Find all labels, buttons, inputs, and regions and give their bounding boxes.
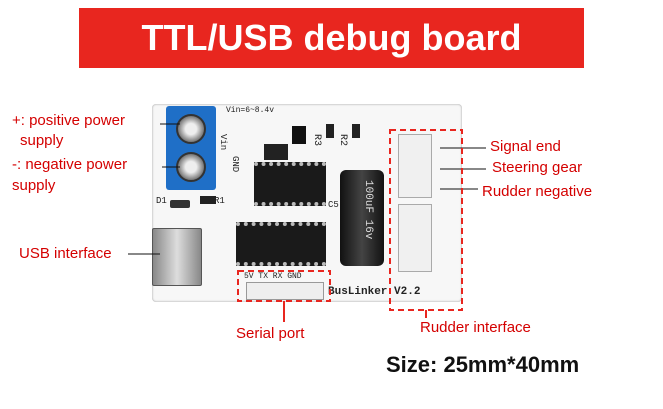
- screw-negative-icon: [176, 152, 206, 182]
- pcb-board: Vin=6~8.4v Vin GND R3 R2 R1 D1 100uF 16v…: [152, 104, 462, 302]
- label-serial-port: Serial port: [236, 325, 305, 342]
- size-caption: Size: 25mm*40mm: [386, 352, 580, 377]
- silk-serial-pins: 5V TX RX GND: [244, 272, 302, 281]
- led-d1: [170, 200, 190, 208]
- silk-gnd: GND: [230, 156, 240, 173]
- label-usb-interface: USB interface: [19, 245, 112, 262]
- title-banner: TTL/USB debug board: [79, 8, 584, 68]
- silk-d1: D1: [156, 196, 167, 206]
- label-rudder-interface: Rudder interface: [420, 319, 531, 336]
- resistor-r3: [326, 124, 334, 138]
- resistor-r1: [200, 196, 216, 204]
- servo-connector-bottom: [398, 204, 432, 272]
- transistor: [292, 126, 306, 144]
- silk-r3: R3: [311, 134, 322, 147]
- label-positive-power-1: +: positive power: [12, 112, 125, 129]
- label-steering-gear: Steering gear: [492, 159, 583, 176]
- ic-chip-upper: [254, 162, 326, 206]
- silk-voltage: Vin=6~8.4v: [226, 106, 275, 115]
- label-signal-end: Signal end: [490, 138, 561, 155]
- serial-header: [246, 282, 324, 300]
- silk-c5: C5: [328, 200, 339, 210]
- resistor-r2: [352, 124, 360, 138]
- silk-brand: BusLinker V2.2: [328, 286, 421, 298]
- screw-positive-icon: [176, 114, 206, 144]
- power-terminal: [166, 106, 216, 190]
- label-rudder-negative: Rudder negative: [482, 183, 593, 200]
- ic-chip-small: [264, 144, 288, 160]
- label-negative-power-1: -: negative power: [12, 156, 128, 173]
- silk-r2: R2: [337, 134, 348, 147]
- usb-connector: [152, 228, 202, 286]
- label-negative-power-2: supply: [12, 177, 56, 194]
- servo-connector-top: [398, 134, 432, 198]
- silk-r1: R1: [214, 196, 225, 206]
- label-positive-power-2: supply: [20, 132, 64, 149]
- ic-chip-lower: [236, 222, 326, 266]
- silk-capacitor: 100uF 16v: [362, 180, 374, 240]
- silk-vin: Vin: [218, 134, 228, 151]
- page-title: TTL/USB debug board: [141, 17, 522, 58]
- electrolytic-capacitor: [340, 170, 384, 266]
